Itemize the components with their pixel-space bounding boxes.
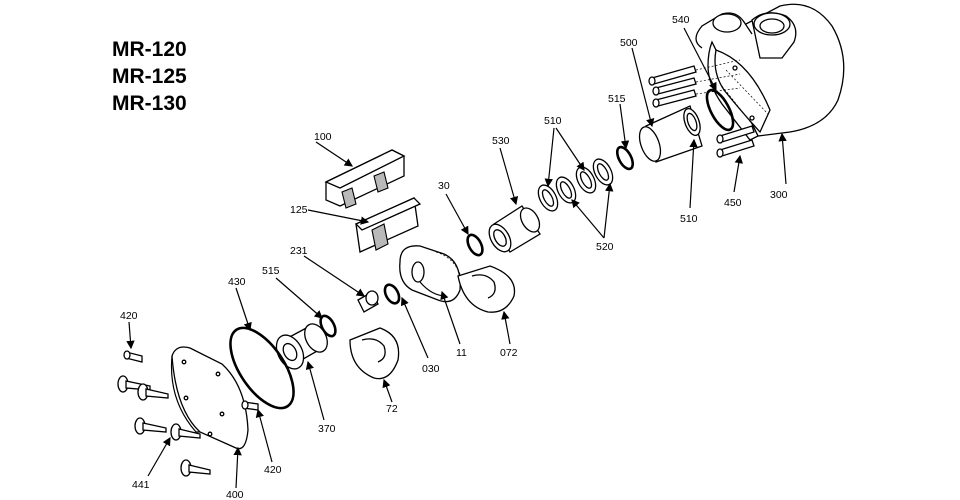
- pump-housing-300: [695, 3, 845, 141]
- sleeve-500: [638, 105, 703, 163]
- liner-block-100: [324, 149, 406, 209]
- leader-lines: [126, 27, 787, 489]
- callout-450: 450: [724, 197, 742, 209]
- callout-420: 420: [120, 310, 138, 322]
- callout-125: 125: [290, 204, 308, 216]
- callout-370: 370: [318, 423, 336, 435]
- callout-231: 231: [290, 245, 308, 257]
- callout-510: 510: [544, 115, 562, 127]
- bolts-450: [648, 59, 755, 158]
- seal-rings-510-520: [537, 158, 614, 212]
- callout-510: 510: [680, 213, 698, 225]
- cap-72: [349, 327, 400, 380]
- model-name: MR-120: [112, 38, 187, 61]
- oring-030: [383, 283, 401, 305]
- callout-300: 300: [770, 189, 788, 201]
- callout-11: 11: [456, 347, 467, 359]
- half-casing-072: [457, 265, 516, 313]
- callout-515: 515: [608, 93, 626, 105]
- callout-30: 30: [438, 180, 450, 192]
- oring-30: [466, 233, 484, 257]
- callout-labels: 100 125 231 515 430 420 420 441 400 370 …: [120, 14, 788, 500]
- model-name: MR-125: [112, 65, 187, 88]
- callout-540: 540: [672, 14, 690, 26]
- callout-530: 530: [492, 135, 510, 147]
- callout-072: 072: [500, 347, 518, 359]
- oring-430: [229, 326, 295, 410]
- impeller-plate-11: [399, 245, 463, 303]
- model-list: MR-120 MR-125 MR-130: [112, 36, 187, 117]
- callout-441: 441: [132, 479, 150, 491]
- screws-441: [117, 375, 211, 477]
- liner-block-125: [354, 197, 422, 253]
- callout-520: 520: [596, 241, 614, 253]
- oring-515: [615, 145, 635, 171]
- model-name: MR-130: [112, 92, 187, 115]
- shaft-tube-530: [488, 205, 541, 253]
- callout-030: 030: [422, 363, 440, 375]
- callout-72: 72: [386, 403, 398, 415]
- callout-100: 100: [314, 131, 332, 143]
- callout-400: 400: [226, 489, 244, 500]
- callout-420: 420: [264, 464, 282, 476]
- callout-430: 430: [228, 276, 246, 288]
- callout-515: 515: [262, 265, 280, 277]
- callout-500: 500: [620, 37, 638, 49]
- plug-231: [357, 290, 379, 313]
- cover-plate-400: [170, 346, 249, 450]
